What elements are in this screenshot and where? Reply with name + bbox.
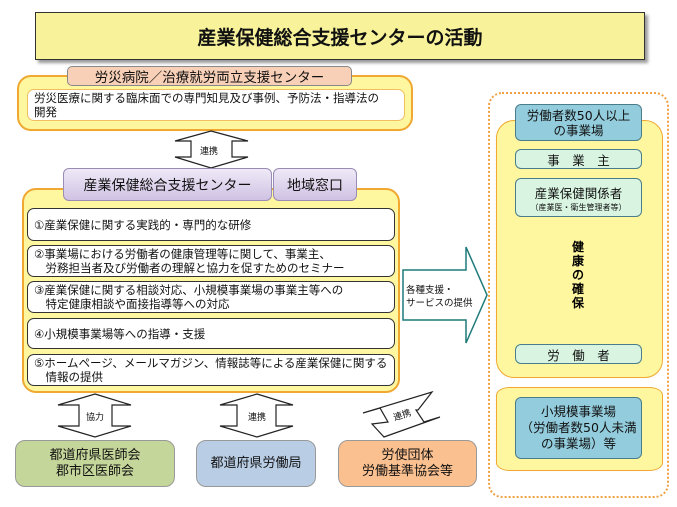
center-tab: 産業保健総合支援センター	[63, 168, 272, 201]
small-line: （労働者数50人未満	[520, 420, 637, 435]
workplace-group	[488, 92, 669, 498]
rosai-description: 労災医療に関する臨床面での専門知見及び事例、予防法・指導法の 開発	[27, 89, 405, 121]
activity-item: ④小規模事業場等への指導・支援	[27, 318, 395, 349]
regional-office-tab: 地域窓口	[273, 168, 357, 201]
box-line: 都道府県医師会	[49, 447, 141, 463]
health-arrow-label: 健康の確保	[571, 240, 584, 310]
activity-item: ①産業保健に関する実践的・専門的な研修	[27, 208, 395, 241]
rosai-line: 開発	[34, 105, 57, 119]
activity-text: 特定健康相談や面接指導等への対応	[34, 297, 230, 311]
employer-box: 事 業 主	[515, 149, 642, 169]
cooperation-label: 協力	[86, 413, 105, 423]
box-line: 労使団体	[381, 447, 434, 463]
activity-text: ③産業保健に関する相談対応、小規模事業場の事業主等への	[34, 283, 344, 297]
small-workplace-box: 小規模事業場（労働者数50人未満の事業場）等	[515, 397, 642, 459]
activity-text: ④小規模事業場等への指導・支援	[34, 326, 206, 341]
rosai-tab: 労災病院／治療就労両立支援センター	[67, 66, 352, 86]
activity-text: ①産業保健に関する実践的・専門的な研修	[34, 217, 252, 232]
health-staff-box: 産業保健関係者 （産業医・衛生管理者等）	[515, 178, 642, 217]
staff-label: 産業保健関係者	[534, 185, 623, 201]
rosai-line: 労災医療に関する臨床面での専門知見及び事例、予防法・指導法の	[34, 91, 379, 105]
support-label: 各種支援・ サービスの提供	[406, 284, 473, 310]
activity-text: 情報の提供	[34, 370, 103, 384]
double-arrow-link-tilted	[362, 390, 441, 438]
double-arrow-link	[219, 393, 294, 438]
support-arrow	[402, 246, 488, 344]
link-label: 連携	[248, 413, 267, 423]
support-label-line: サービスの提供	[406, 298, 473, 309]
activity-text: ⑤ホームページ、メールマガジン、情報誌等による産業保健に関する	[34, 356, 388, 370]
header-line: 労働者数50人以上	[526, 107, 631, 123]
labour-management-box: 労使団体労働基準協会等	[338, 440, 477, 487]
box-line: 労働基準協会等	[361, 463, 453, 479]
large-workplace-header: 労働者数50人以上の事業場	[515, 104, 642, 141]
double-arrow-cooperation	[57, 393, 132, 438]
activity-item: ⑤ホームページ、メールマガジン、情報誌等による産業保健に関する 情報の提供	[27, 354, 395, 386]
activity-item: ③産業保健に関する相談対応、小規模事業場の事業主等への 特定健康相談や面接指導等…	[27, 281, 395, 313]
small-line: の事業場）等	[540, 436, 616, 451]
small-line: 小規模事業場	[540, 404, 616, 419]
box-line: 都道府県労働局	[210, 455, 302, 471]
activity-item: ②事業場における労働者の健康管理等に関して、事業主、 労務担当者及び労働者の理解…	[27, 245, 395, 277]
activity-text: ②事業場における労働者の健康管理等に関して、事業主、	[34, 247, 331, 261]
staff-sub-label: （産業医・衛生管理者等）	[530, 202, 627, 212]
page-title: 産業保健総合支援センターの活動	[35, 12, 645, 60]
box-line: 郡市区医師会	[55, 463, 134, 479]
medical-association-box: 都道府県医師会郡市区医師会	[15, 440, 175, 487]
workers-box: 労 働 者	[515, 344, 642, 364]
header-line: の事業場	[553, 122, 604, 138]
link-label: 連携	[200, 147, 219, 157]
labour-bureau-box: 都道府県労働局	[196, 440, 316, 487]
activity-text: 労務担当者及び労働者の理解と協力を促すためのセミナー	[34, 261, 345, 275]
support-label-line: 各種支援・	[406, 285, 454, 296]
